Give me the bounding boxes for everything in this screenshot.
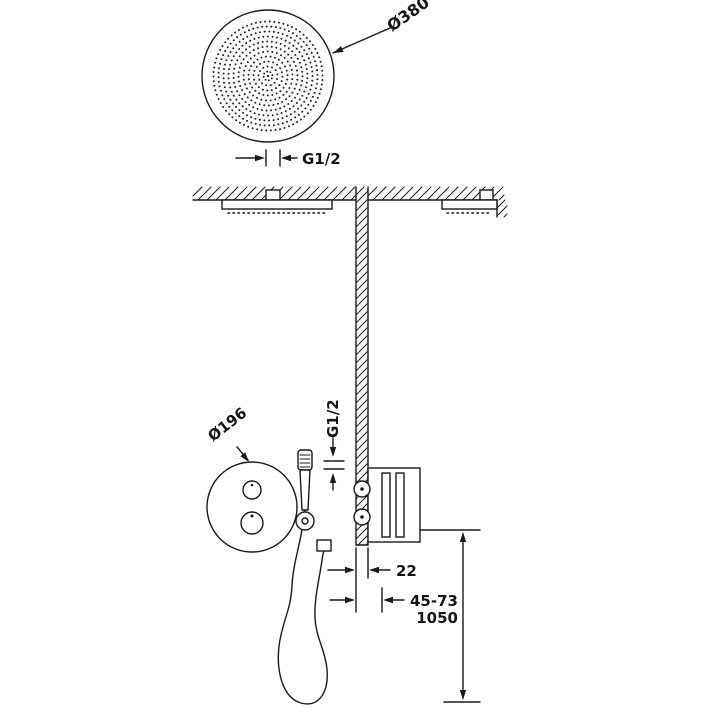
hand-shower-hose bbox=[277, 509, 328, 705]
dim-label-mounting-depth: 45-73 bbox=[410, 592, 458, 610]
arrowhead bbox=[345, 596, 355, 604]
arrowhead bbox=[369, 566, 379, 574]
diverter-knob bbox=[242, 480, 262, 500]
hose-wall-outlet bbox=[316, 539, 332, 552]
ceiling-hatch-right bbox=[367, 186, 505, 201]
wall-bracket-inner bbox=[301, 517, 309, 525]
dim-plate-diameter: Ø196 bbox=[204, 404, 250, 462]
shower-head-nozzles bbox=[212, 20, 324, 132]
control-plate bbox=[206, 461, 298, 553]
dim-label-plate-diameter: Ø196 bbox=[204, 404, 250, 445]
dim-offset-depth: 22 bbox=[327, 547, 417, 613]
arrowhead bbox=[329, 447, 337, 457]
dim-label-head-connection: G1/2 bbox=[302, 150, 341, 168]
arrowhead bbox=[459, 690, 467, 700]
dim-label-head-diameter: Ø380 bbox=[383, 0, 432, 35]
arrowhead bbox=[383, 596, 393, 604]
dim-head-connection: G1/2 bbox=[235, 149, 341, 168]
arrowhead bbox=[459, 532, 467, 542]
overhead-shower-top-view bbox=[201, 9, 335, 143]
valve-cartridge-slot bbox=[395, 472, 405, 538]
arrowhead bbox=[255, 154, 265, 162]
head-connector-stub bbox=[265, 189, 281, 201]
arrowhead bbox=[281, 154, 291, 162]
thermostat-knob bbox=[240, 511, 264, 535]
head-disc bbox=[441, 199, 498, 210]
arrowhead bbox=[240, 452, 249, 462]
ceiling-hatch-left bbox=[192, 186, 357, 201]
dim-valve-connection: G1/2 bbox=[323, 399, 345, 491]
ceiling-head-profile-right bbox=[441, 189, 498, 214]
dim-head-diameter: Ø380 bbox=[332, 0, 433, 54]
hand-shower-handle bbox=[299, 469, 311, 511]
valve-inlet-center-dot bbox=[360, 515, 364, 519]
head-connector-stub bbox=[479, 189, 494, 201]
plate-outline bbox=[206, 461, 298, 553]
wall-bracket-ring bbox=[295, 511, 315, 531]
head-disc bbox=[221, 199, 333, 210]
arrowhead bbox=[345, 566, 355, 574]
dim-installation-height: 1050 bbox=[416, 529, 481, 703]
hand-shower bbox=[277, 449, 332, 705]
wall-corner-hatch bbox=[496, 199, 508, 218]
concealed-valve bbox=[353, 467, 421, 543]
ceiling-head-profile-left bbox=[221, 189, 333, 214]
valve-inlet-center-dot bbox=[360, 487, 364, 491]
knob-marker-dot bbox=[250, 514, 254, 518]
dim-mounting-depth: 45-73 bbox=[329, 587, 458, 613]
dim-label-installation-height: 1050 bbox=[416, 609, 458, 627]
knob-marker-dot bbox=[250, 483, 254, 487]
valve-body bbox=[367, 467, 421, 543]
leader-line bbox=[332, 27, 391, 54]
dim-label-offset-depth: 22 bbox=[396, 562, 417, 580]
ceiling-section bbox=[192, 186, 508, 218]
arrowhead bbox=[333, 46, 344, 53]
valve-cartridge-slot bbox=[381, 472, 391, 538]
dim-label-valve-connection: G1/2 bbox=[324, 399, 342, 438]
